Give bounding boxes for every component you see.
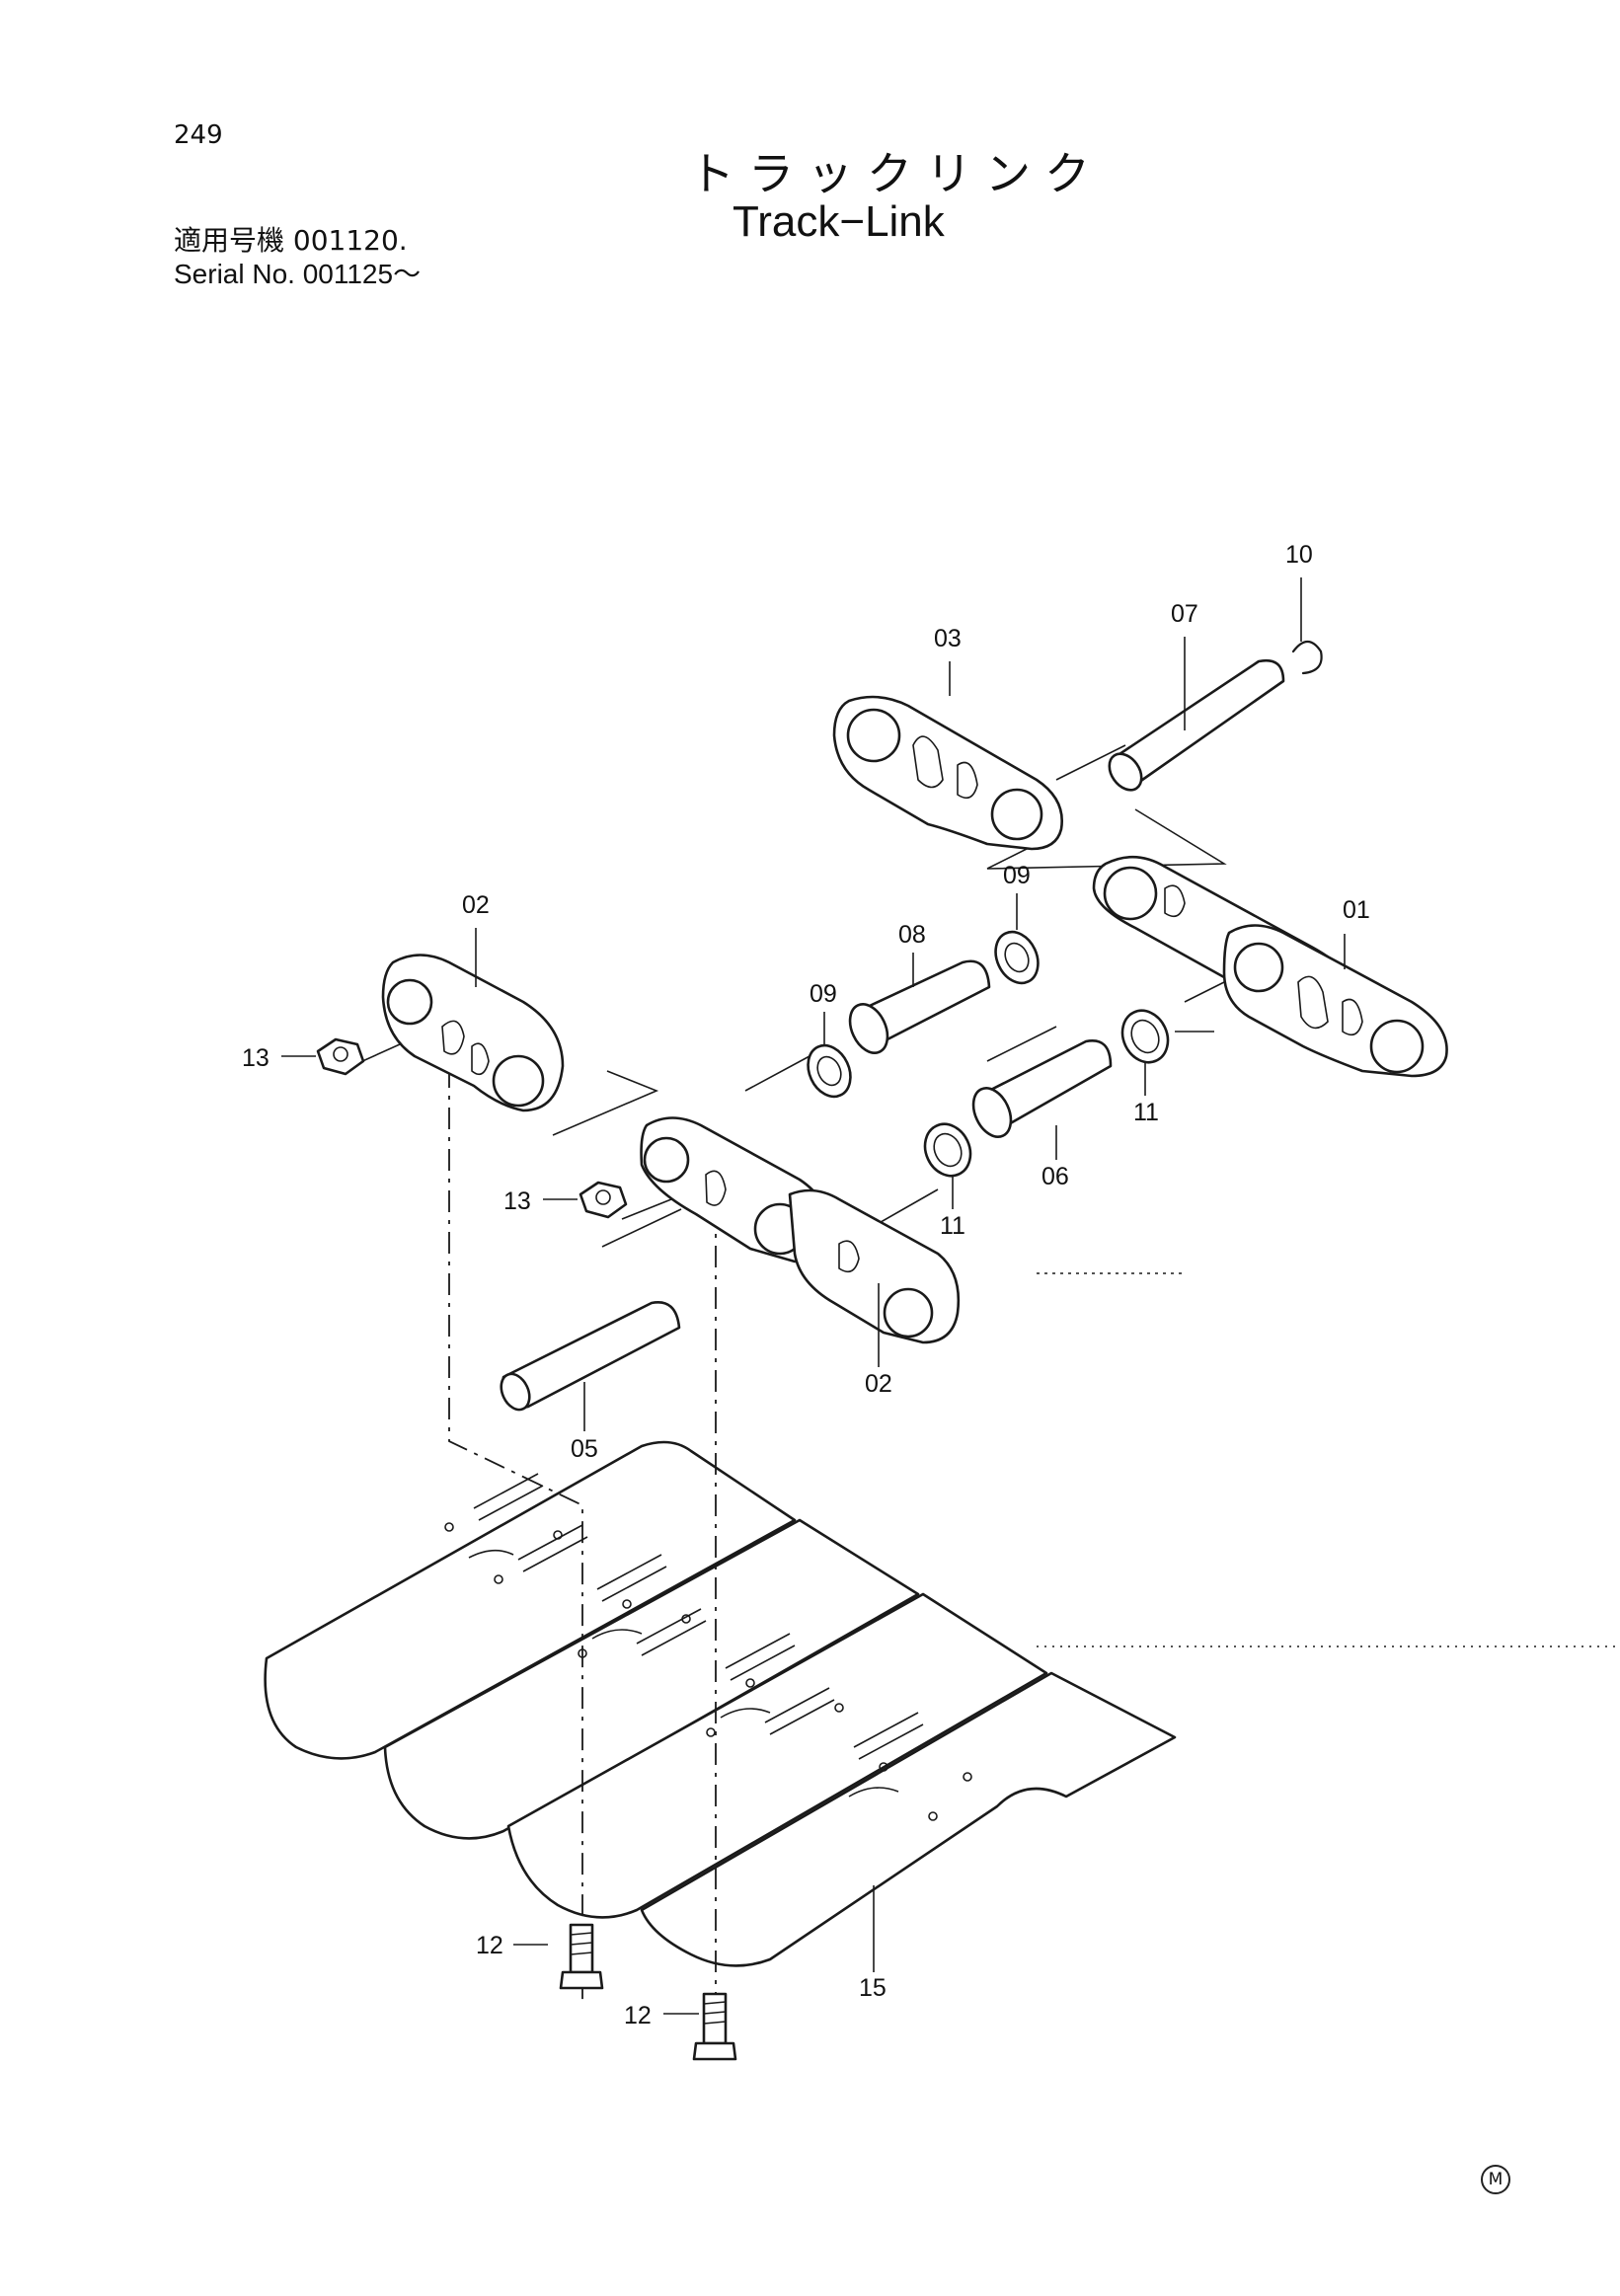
dust-seal-09-lower [807,1043,852,1099]
callout-10: 10 [1285,541,1313,569]
callout-11-right: 11 [1133,1099,1159,1126]
page-title-english: Track−Link [733,197,945,246]
track-pin-05 [500,1301,681,1412]
track-link-01 [1092,855,1448,1078]
serial-number-japanese: 適用号機 001120. [174,224,408,257]
retaining-ring-10 [1291,640,1323,675]
nut-13-upper [316,1037,365,1076]
callout-09-upper: 09 [1003,862,1031,889]
callout-05: 05 [571,1435,598,1463]
track-shoe-group [264,1440,1177,1967]
seal-11-right [1120,1009,1170,1064]
page-title-japanese: トラックリンク [689,147,1104,200]
callout-leader-lines [281,577,1346,2015]
callout-09-lower: 09 [810,980,837,1008]
track-link-02-center [640,1116,961,1344]
callout-12-right: 12 [624,2002,652,2029]
callout-02-left: 02 [462,891,490,919]
serial-number-english: Serial No. 001125～ [174,259,422,289]
callout-13-upper: 13 [242,1044,270,1072]
callout-01: 01 [1343,896,1370,924]
callout-08: 08 [898,921,926,949]
page-number: 249 [174,120,223,150]
shoe-bolt-12-right [692,1992,737,2061]
callout-06: 06 [1041,1163,1069,1190]
callout-15: 15 [859,1974,887,2002]
track-link-02-left [381,954,565,1112]
callout-03: 03 [934,625,962,652]
callout-07: 07 [1171,600,1198,628]
seal-11-left [923,1122,972,1178]
track-link-03 [832,695,1064,851]
callout-12-left: 12 [476,1932,503,1959]
nut-13-lower [579,1181,628,1219]
master-pin-07 [1108,658,1285,792]
callout-11-left: 11 [940,1212,965,1240]
bushing-08 [848,959,991,1054]
callout-13-lower: 13 [503,1187,531,1215]
shoe-bolt-12-left [559,1923,604,1990]
bushing-06 [971,1039,1113,1138]
callout-02-center: 02 [865,1370,892,1398]
callout-labels: 01 02 02 03 05 06 07 08 09 09 10 11 11 1… [242,541,1370,2029]
dust-seal-09-upper [994,930,1040,985]
manufacturer-mark: M [1481,2165,1510,2194]
